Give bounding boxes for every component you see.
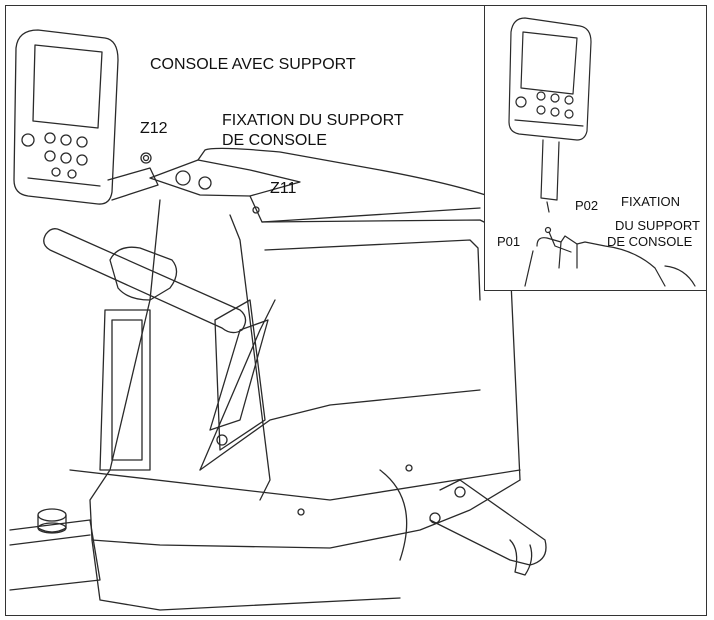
inset-drawing bbox=[508, 17, 696, 287]
label-fixation-line2: DE CONSOLE bbox=[222, 132, 327, 149]
label-inset-fixation-3: DE CONSOLE bbox=[607, 234, 693, 249]
label-p01: P01 bbox=[497, 234, 521, 249]
adjustment-knob-drawing bbox=[37, 508, 67, 534]
label-p02: P02 bbox=[575, 198, 599, 213]
label-console-with-support: CONSOLE AVEC SUPPORT bbox=[150, 56, 356, 73]
diagram-frame bbox=[5, 5, 707, 616]
label-inset-fixation-2: DU SUPPORT bbox=[615, 218, 700, 233]
label-z11: Z11 bbox=[270, 180, 297, 197]
label-inset-fixation-1: FIXATION bbox=[621, 194, 680, 209]
label-fixation-line1: FIXATION DU SUPPORT bbox=[222, 112, 404, 129]
console-drawing bbox=[13, 29, 159, 205]
label-z12: Z12 bbox=[140, 120, 168, 137]
inset-detail: P02 P01 FIXATION DU SUPPORT DE CONSOLE bbox=[484, 5, 707, 291]
